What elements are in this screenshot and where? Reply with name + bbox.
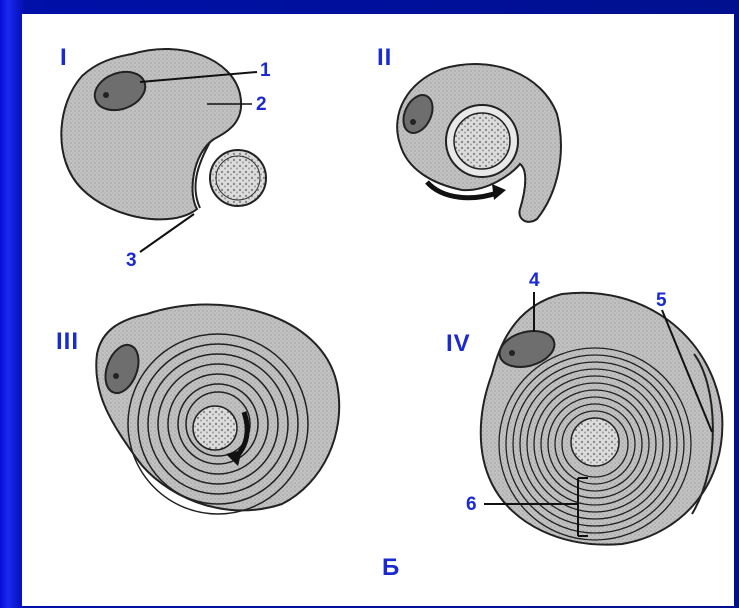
- stage-label-4: IV: [446, 330, 471, 358]
- figure-caption: Б: [382, 554, 399, 582]
- stage-2-figure: [397, 64, 561, 222]
- number-label-1: 1: [260, 60, 271, 82]
- diagram-panel: I II III IV 1 2 3 4 5 6 Б: [22, 14, 734, 606]
- number-label-3: 3: [126, 250, 137, 272]
- axon-1: [210, 150, 266, 206]
- stage-label-1: I: [60, 44, 68, 72]
- stage-label-2: II: [377, 44, 392, 72]
- stage-4-figure: [481, 292, 723, 545]
- myelination-diagram: [22, 14, 734, 606]
- axon-4: [571, 418, 619, 466]
- axon-3: [193, 406, 237, 450]
- number-label-5: 5: [656, 290, 667, 312]
- stage-3-figure: [96, 305, 339, 514]
- axon-2: [454, 113, 510, 169]
- stage-1-figure: [61, 49, 266, 252]
- number-label-6: 6: [466, 494, 477, 516]
- stage-label-3: III: [56, 328, 79, 356]
- number-label-4: 4: [529, 270, 540, 292]
- number-label-2: 2: [256, 94, 267, 116]
